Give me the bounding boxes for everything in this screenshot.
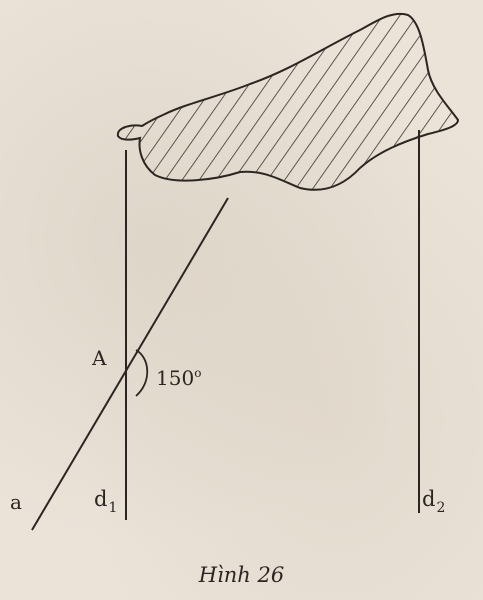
point-a-label: A	[92, 346, 107, 370]
figure-caption: Hình 26	[198, 563, 285, 587]
line-a	[31, 197, 229, 531]
line-d1-subscript: 1	[108, 500, 118, 516]
degree-mark: o	[194, 366, 202, 380]
angle-arc	[135, 349, 149, 397]
line-d1-label: d1	[94, 487, 117, 516]
angle-value: 150	[156, 366, 195, 390]
line-d2-letter: d	[422, 487, 436, 511]
hatched-region	[116, 12, 460, 191]
line-a-label: a	[10, 490, 22, 514]
line-d2-label: d2	[422, 487, 445, 516]
line-d2-subscript: 2	[436, 500, 446, 516]
angle-label: 150o	[156, 366, 202, 390]
line-d1-letter: d	[94, 487, 108, 511]
